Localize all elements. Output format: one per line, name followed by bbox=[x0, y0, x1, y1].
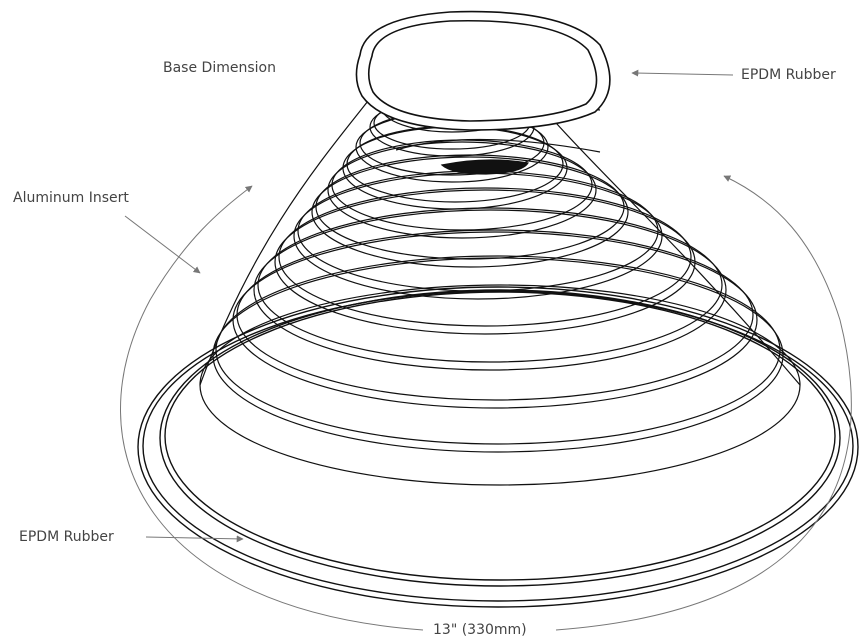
cone-base-ring bbox=[199, 284, 801, 486]
label-base-size: 13" (330mm) bbox=[433, 622, 527, 638]
leader-epdm-bottom bbox=[145, 535, 244, 543]
cone-ring bbox=[327, 141, 597, 239]
pipe-opening bbox=[440, 159, 529, 175]
dimension-arc-left bbox=[120, 185, 424, 631]
inner-ring bbox=[395, 138, 601, 153]
cone-ring bbox=[293, 172, 663, 300]
cone-ring bbox=[274, 189, 696, 335]
top-opening bbox=[355, 10, 611, 131]
top-opening-inner bbox=[367, 19, 598, 122]
flange-outer-edge bbox=[137, 286, 859, 608]
cone-ring bbox=[232, 231, 758, 409]
top-opening-outer bbox=[355, 10, 611, 131]
cone-body bbox=[199, 69, 801, 486]
cone-ring bbox=[253, 209, 727, 371]
dimension-arcs bbox=[120, 175, 852, 631]
cone-ring bbox=[215, 255, 781, 445]
label-epdm-rubber-top: EPDM Rubber bbox=[741, 67, 836, 83]
label-base-dimension: Base Dimension bbox=[163, 60, 276, 76]
cone-ring bbox=[311, 156, 629, 268]
leader-epdm-top bbox=[631, 69, 734, 77]
cone-ring bbox=[278, 187, 692, 327]
cone-ring bbox=[297, 170, 659, 292]
label-aluminum-insert: Aluminum Insert bbox=[13, 190, 129, 206]
base-flange bbox=[137, 286, 859, 608]
cone-ring bbox=[236, 229, 754, 401]
cone-ring bbox=[257, 207, 723, 363]
leader-aluminum-insert bbox=[124, 215, 201, 274]
label-epdm-rubber-bottom: EPDM Rubber bbox=[19, 529, 114, 545]
leader-lines bbox=[124, 69, 734, 543]
dimension-arc-right bbox=[555, 175, 852, 631]
flange-edge-4 bbox=[164, 291, 836, 581]
